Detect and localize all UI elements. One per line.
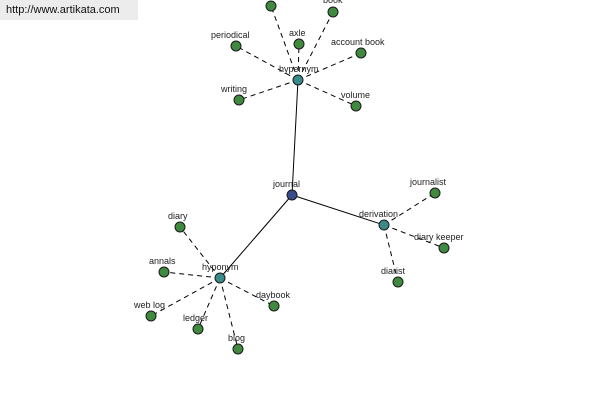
node-label-web-log: web log xyxy=(133,300,165,310)
leaf-node-blog[interactable] xyxy=(232,343,244,355)
leaf-node-diary-keeper[interactable] xyxy=(438,242,450,254)
edge-hyponym-diary xyxy=(179,226,221,279)
node-label-derivation: derivation xyxy=(359,209,398,219)
leaf-node-web-log[interactable] xyxy=(145,310,157,322)
edge-hyponym-daybook xyxy=(219,277,275,307)
hub-node-hyponym[interactable] xyxy=(214,272,226,284)
node-label-hypernym: hypernym xyxy=(279,64,319,74)
graph-nodes xyxy=(145,0,450,355)
edge-hyponym-annals xyxy=(163,271,221,279)
node-label-blog: blog xyxy=(228,333,245,343)
node-label-hyponym: hyponym xyxy=(202,262,239,272)
edge-derivation-diary-keeper xyxy=(383,224,445,249)
edge-derivation-journalist xyxy=(383,192,436,226)
node-label-diarist: diarist xyxy=(381,266,406,276)
leaf-node-leaf-1[interactable] xyxy=(265,0,277,12)
edge-hypernym-account-book xyxy=(297,52,362,81)
leaf-node-account-book[interactable] xyxy=(355,47,367,59)
leaf-node-diarist[interactable] xyxy=(392,276,404,288)
node-label-annals: annals xyxy=(149,256,176,266)
edge-journal-derivation xyxy=(291,194,385,226)
hub-node-hypernym[interactable] xyxy=(292,74,304,86)
edge-journal-hypernym xyxy=(291,79,299,196)
leaf-node-axle[interactable] xyxy=(293,38,305,50)
leaf-node-ledger[interactable] xyxy=(192,323,204,335)
leaf-node-volume[interactable] xyxy=(350,100,362,112)
node-label-periodical: periodical xyxy=(211,30,250,40)
edge-derivation-diarist xyxy=(383,224,399,283)
node-label-diary-keeper: diary keeper xyxy=(414,232,464,242)
leaf-node-periodical[interactable] xyxy=(230,40,242,52)
node-label-book: book xyxy=(323,0,343,5)
node-label-daybook: daybook xyxy=(256,290,291,300)
edge-hypernym-axle xyxy=(297,43,300,81)
node-label-account-book: account book xyxy=(331,37,385,47)
node-label-journal: journal xyxy=(272,179,300,189)
edge-hypernym-periodical xyxy=(235,45,299,81)
edge-hypernym-writing xyxy=(238,79,299,101)
leaf-node-journalist[interactable] xyxy=(429,187,441,199)
node-label-writing: writing xyxy=(220,84,247,94)
node-label-ledger: ledger xyxy=(183,313,208,323)
node-label-axle: axle xyxy=(289,28,306,38)
edge-hypernym-leaf-1 xyxy=(270,5,299,81)
edge-journal-hyponym xyxy=(219,194,293,279)
graph-edges xyxy=(150,5,445,350)
edge-hypernym-volume xyxy=(297,79,357,107)
watermark-url: http://www.artikata.com xyxy=(0,0,138,20)
graph-labels: journal hypernym book periodical axle account… xyxy=(133,0,464,343)
node-label-journalist: journalist xyxy=(409,177,447,187)
leaf-node-daybook[interactable] xyxy=(268,300,280,312)
leaf-node-annals[interactable] xyxy=(158,266,170,278)
node-label-volume: volume xyxy=(341,90,370,100)
edge-hyponym-ledger xyxy=(197,277,221,330)
leaf-node-book[interactable] xyxy=(327,6,339,18)
edge-hypernym-book xyxy=(297,11,334,81)
edge-hyponym-blog xyxy=(219,277,239,350)
leaf-node-writing[interactable] xyxy=(233,94,245,106)
hub-node-derivation[interactable] xyxy=(378,219,390,231)
leaf-node-diary[interactable] xyxy=(174,221,186,233)
node-label-diary: diary xyxy=(168,211,188,221)
root-node-journal[interactable] xyxy=(286,189,298,201)
edge-hyponym-web-log xyxy=(150,277,221,317)
